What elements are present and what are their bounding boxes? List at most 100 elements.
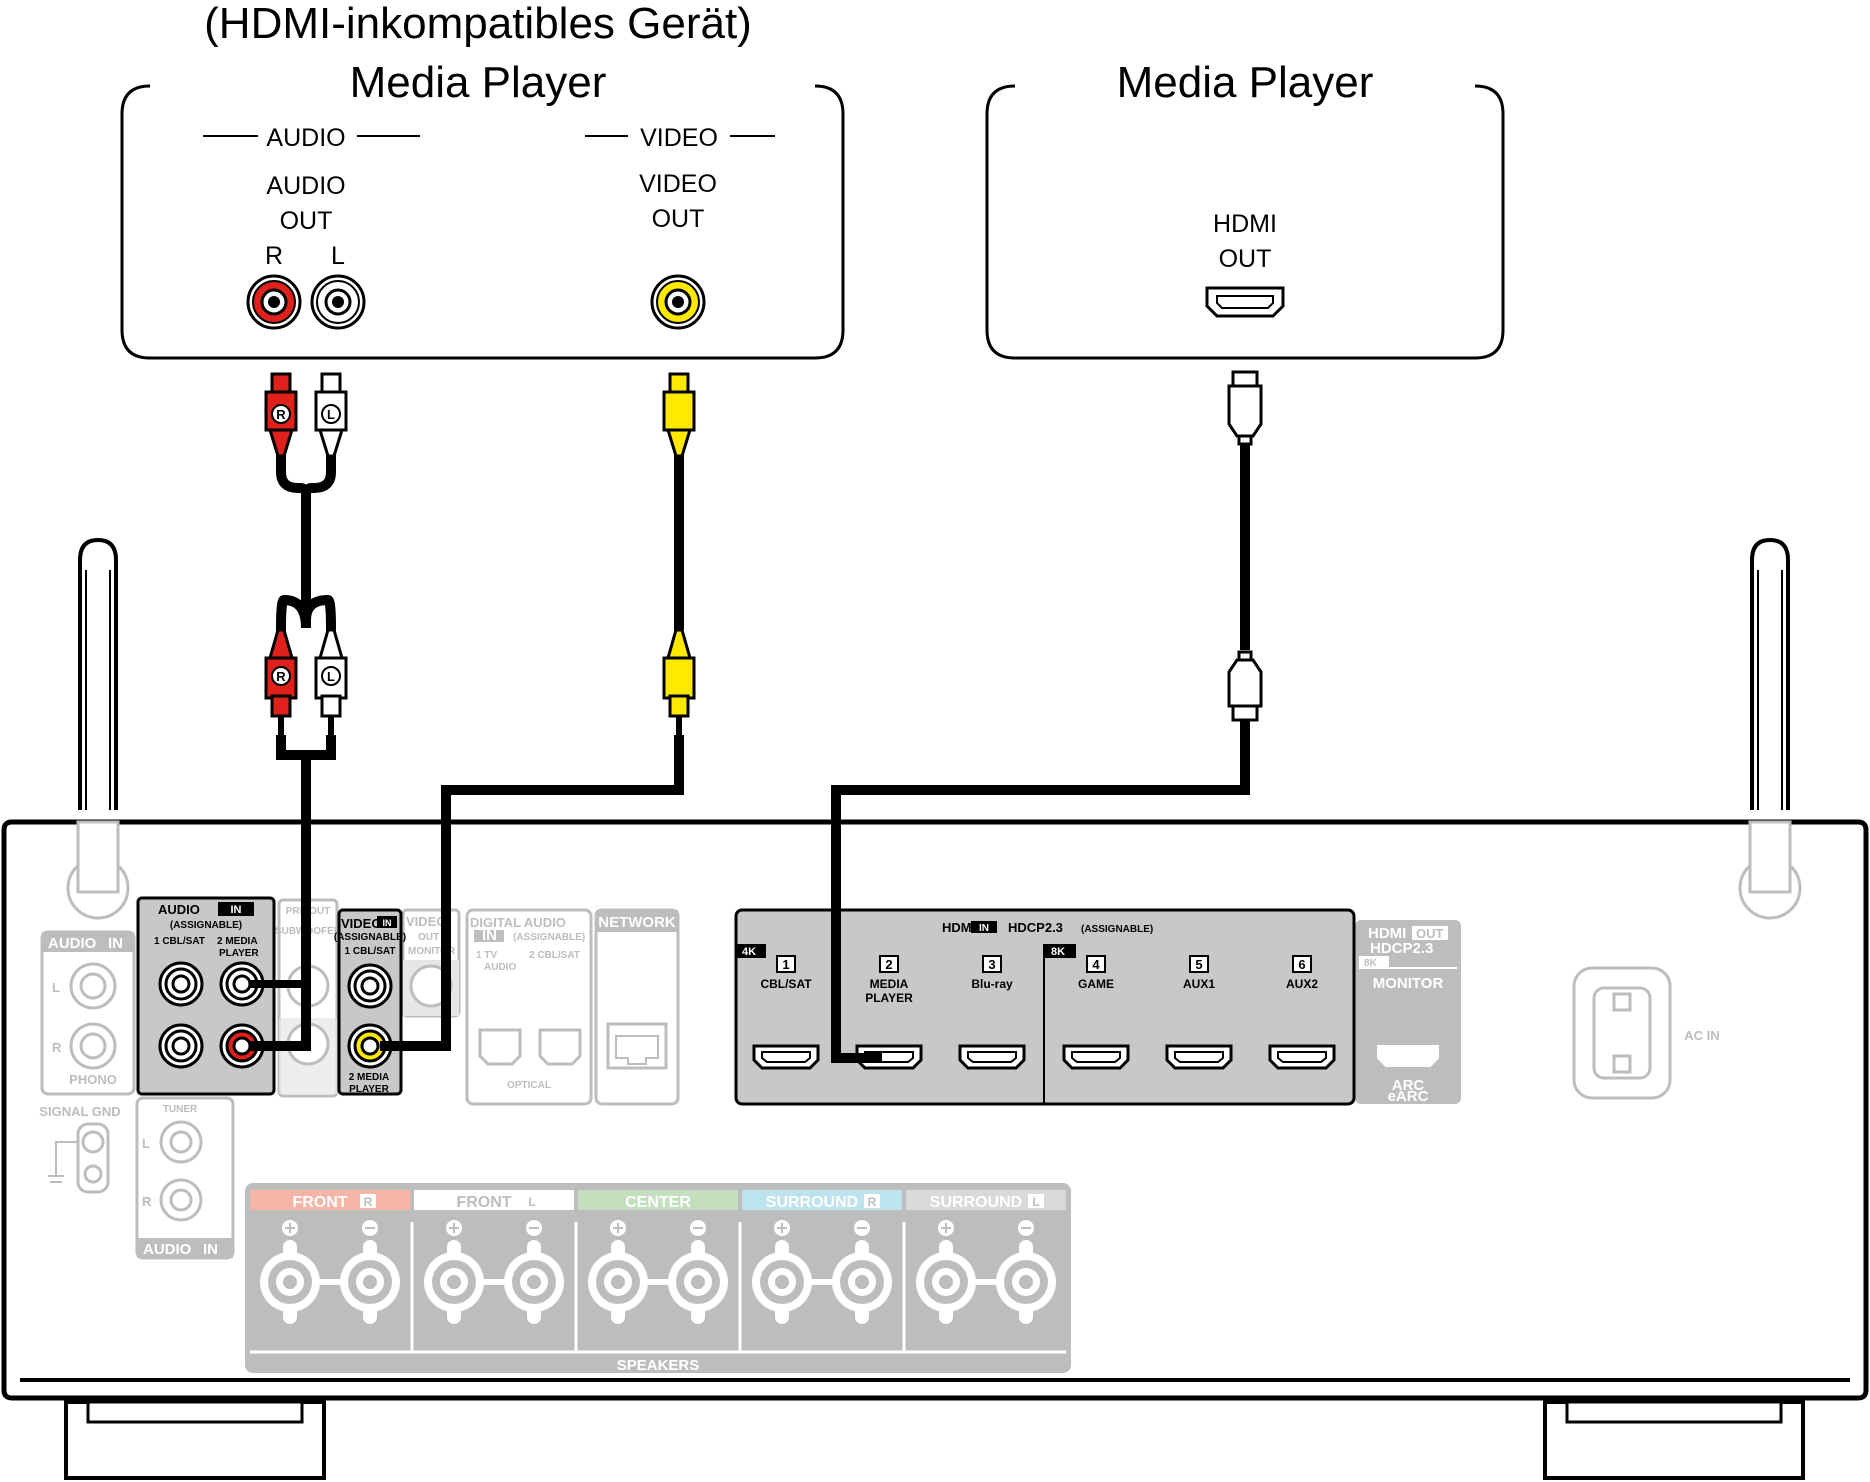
phono-l-label: L (52, 980, 60, 995)
phono-audio-label: AUDIO (48, 935, 97, 952)
digital-2-label: 2 CBL/SAT (529, 950, 580, 961)
monitor-label: MONITOR (408, 946, 456, 957)
hdmi-in-ports: 1CBL/SAT2MEDIAPLAYER3Blu-ray4GAME5AUX16A… (752, 955, 1336, 1070)
digital-in-badge: IN (482, 927, 497, 944)
faded-terminals: AUDIO IN L R PHONO SIGNAL GND TUNER L R (39, 898, 1720, 1374)
audio-out-label-1: AUDIO (266, 172, 345, 200)
hdmi-out-block: HDMI OUT HDCP2.3 8K MONITOR ARC eARC (1355, 920, 1461, 1105)
digital-assignable: (ASSIGNABLE) (513, 932, 585, 943)
audio-in-badge: IN (231, 904, 242, 916)
hdmi-port-number: 1 (782, 957, 789, 972)
hdmi-port-number-box (1189, 955, 1209, 973)
hdmi-in-block: HDMI IN HDCP2.3 (ASSIGNABLE) 4K 8K 1CBL/… (734, 908, 1356, 1106)
plug-hdmi-bottom (1227, 650, 1263, 722)
hdmi-port-number-box (879, 955, 899, 973)
video-out-label-1: VIDEO (639, 170, 717, 198)
video-in-block: VIDEO IN (ASSIGNABLE) 1 CBL/SAT 2 MEDIA … (334, 908, 406, 1096)
plug-hdmi-top (1227, 370, 1263, 446)
rca-jack-yellow (650, 274, 706, 330)
plug-r-top-label: R (276, 407, 286, 422)
hdmi-port-name: MEDIA (870, 977, 909, 991)
hdmi-port-socket (1062, 1044, 1130, 1070)
hdmi-port-number: 5 (1195, 957, 1202, 972)
band-4k-label: 4K (742, 946, 756, 958)
signal-gnd: SIGNAL GND (39, 1104, 121, 1194)
phono-audio-badge: IN (108, 935, 123, 952)
plug-video-top (662, 372, 696, 458)
phono-input-block: AUDIO IN L R PHONO (40, 930, 136, 1096)
hdmi-port-socket (752, 1044, 820, 1070)
audio-in-block: AUDIO IN (ASSIGNABLE) 1 CBL/SAT 2 MEDIA … (136, 896, 276, 1096)
hdmi-port-number: 2 (885, 957, 892, 972)
video-cable (380, 372, 696, 1051)
audio-in-assignable: (ASSIGNABLE) (170, 920, 242, 931)
ac-in-label: AC IN (1684, 1028, 1719, 1043)
audio-in-input2b: PLAYER (219, 948, 259, 959)
earc-label: eARC (1388, 1088, 1429, 1105)
digital-1-label: 1 TV (476, 950, 497, 961)
hdmi-port-number-box (1086, 955, 1106, 973)
hdmi-port-number: 3 (988, 957, 995, 972)
tuner-r-label: R (142, 1194, 152, 1209)
foot-right (1543, 1400, 1805, 1480)
digital-audio-label: DIGITAL AUDIO (470, 915, 566, 930)
audio-group-label: AUDIO (266, 124, 345, 152)
hdmi-port-number-box (982, 955, 1002, 973)
tuner-audio-badge: IN (203, 1241, 218, 1258)
device-note: (HDMI-inkompatibles Gerät) (204, 0, 752, 48)
hdmi-port-name: AUX1 (1183, 977, 1215, 991)
rca-jack-red (246, 274, 302, 330)
hdmi-port-name: Blu-ray (971, 977, 1013, 991)
rca-jack-white (310, 274, 366, 330)
phono-label: PHONO (69, 1072, 117, 1087)
cables: R L R L (250, 370, 1263, 1063)
network-block: NETWORK (594, 908, 680, 1106)
signal-gnd-label: SIGNAL GND (39, 1104, 120, 1119)
video-in-title: VIDEO (341, 916, 381, 931)
speaker-group-name: FRONT (292, 1194, 347, 1211)
hdmi-out-label-1: HDMI (1213, 210, 1277, 238)
hdmi-port-socket (1165, 1044, 1233, 1070)
hdmi-port-number: 4 (1092, 957, 1100, 972)
hdmi-cable (831, 370, 1263, 1063)
speaker-group-name: SURROUND (930, 1194, 1022, 1211)
audio-in-input1: 1 CBL/SAT (154, 936, 205, 947)
speakers-label: SPEAKERS (617, 1357, 700, 1374)
plug-l-bottom-label: L (327, 669, 335, 684)
plug-l-top: L (314, 372, 348, 458)
audio-out-label-2: OUT (280, 207, 333, 235)
hdmi-in-title: HDMI (942, 920, 975, 935)
tuner-l-label: L (142, 1136, 150, 1151)
video-in-input2a: 2 MEDIA (349, 1072, 390, 1083)
speaker-channel-box (864, 1194, 880, 1208)
phono-r-label: R (52, 1040, 62, 1055)
hdmi-out-8k: 8K (1364, 958, 1378, 969)
hdmi-port-name: CBL/SAT (760, 977, 812, 991)
hdmi-port-number-box (1292, 955, 1312, 973)
right-device-title: Media Player (1117, 58, 1374, 107)
hdmi-in-hdcp: HDCP2.3 (1008, 920, 1063, 935)
audio-in-jack-1l (158, 961, 204, 1007)
speaker-channel: L (528, 1195, 535, 1209)
speaker-group-3: CENTER (574, 1190, 738, 1352)
plug-l-top-label: L (327, 407, 335, 422)
channel-l-label: L (331, 242, 345, 270)
video-out-label: VIDEO (406, 914, 446, 929)
audio-in-jack-1r (158, 1023, 204, 1069)
left-media-player-device: (HDMI-inkompatibles Gerät) Media Player … (120, 0, 845, 360)
tuner-label: TUNER (163, 1104, 198, 1115)
video-in-assignable: (ASSIGNABLE) (334, 932, 406, 943)
antenna-left (78, 537, 118, 810)
speaker-channel-box (524, 1194, 540, 1208)
ac-in-block: AC IN (1572, 966, 1720, 1100)
speaker-group-name: SURROUND (766, 1194, 858, 1211)
plug-r-bottom: R (264, 628, 298, 718)
